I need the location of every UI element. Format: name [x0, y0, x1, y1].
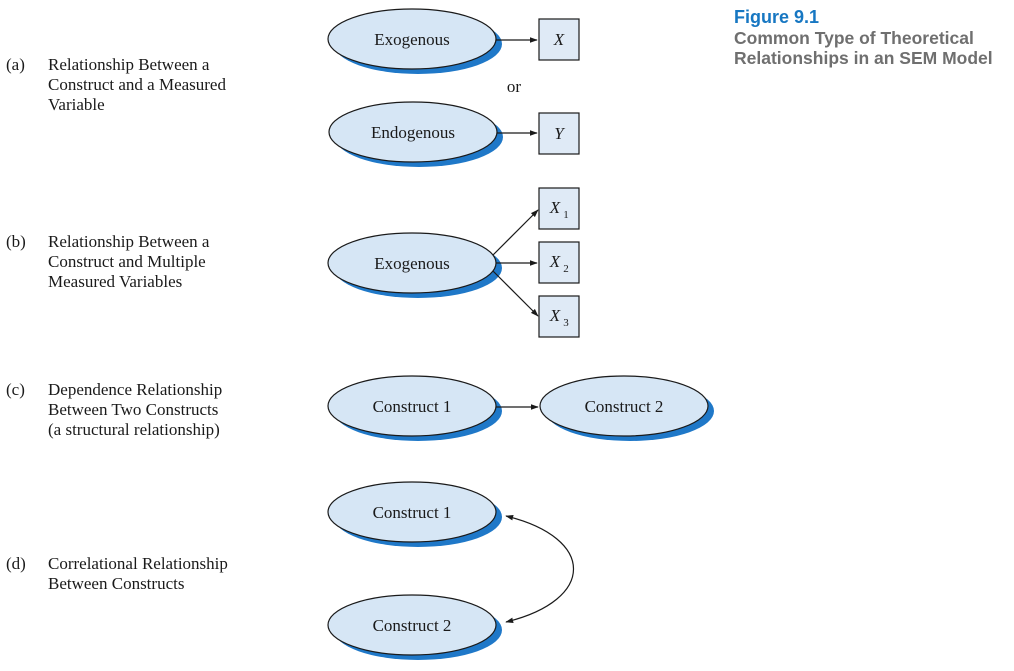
- row-b-variable-3-letter: X: [549, 306, 561, 325]
- row-c-line-1: Dependence Relationship: [48, 380, 223, 399]
- row-a-bottom-construct: Endogenous: [328, 101, 503, 167]
- row-c-construct-to-label: Construct 2: [585, 397, 664, 416]
- row-d-line-2: Between Constructs: [48, 574, 185, 593]
- row-b-line-2: Construct and Multiple: [48, 252, 206, 271]
- row-a-line-2: Construct and a Measured: [48, 75, 226, 94]
- row-c-line-3: (a structural relationship): [48, 420, 220, 439]
- row-c-construct-to: Construct 2: [539, 375, 714, 441]
- row-a-top-construct: Exogenous: [327, 8, 502, 74]
- row-b-arrow-1: [492, 209, 539, 256]
- row-b-construct-label: Exogenous: [374, 254, 450, 273]
- row-a-bottom-variable-label: Y: [554, 124, 565, 143]
- figure-title-line-2: Relationships in an SEM Model: [734, 48, 993, 68]
- row-b-line-3: Measured Variables: [48, 272, 183, 291]
- row-b-variable-3-subscript: 3: [563, 317, 569, 329]
- row-d-construct-bottom-label: Construct 2: [373, 616, 452, 635]
- figure-caption: Figure 9.1 Common Type of Theoretical Re…: [734, 6, 993, 68]
- row-d-correlation-arrow: [505, 514, 575, 624]
- figure-number: Figure 9.1: [734, 7, 820, 27]
- figure-title-line-1: Common Type of Theoretical: [734, 28, 974, 48]
- row-b-variable-box-1: X 1: [538, 187, 580, 230]
- row-c-letter: (c): [6, 380, 25, 399]
- row-b-variable-2-subscript: 2: [563, 263, 569, 275]
- row-b-variable-box-3: X 3: [538, 295, 580, 338]
- row-d-construct-top: Construct 1: [327, 481, 502, 547]
- row-d-line-1: Correlational Relationship: [48, 554, 228, 573]
- row-a-top-variable-label: X: [553, 30, 565, 49]
- row-a-line-3: Variable: [48, 95, 105, 114]
- row-b-line-1: Relationship Between a: [48, 232, 210, 251]
- row-a-bottom-variable-box: Y: [538, 112, 580, 155]
- row-a-top-construct-label: Exogenous: [374, 30, 450, 49]
- row-c-construct-from: Construct 1: [327, 375, 502, 441]
- row-b-variable-box-2: X 2: [538, 241, 580, 284]
- row-b-variable-1-letter: X: [549, 198, 561, 217]
- row-b-construct: Exogenous: [327, 232, 502, 298]
- row-b-arrow-3: [492, 270, 539, 317]
- row-d-construct-top-label: Construct 1: [373, 503, 452, 522]
- figure-title: Common Type of Theoretical Relationships…: [734, 28, 993, 68]
- row-c-construct-from-label: Construct 1: [373, 397, 452, 416]
- row-b-variable-1-subscript: 1: [563, 209, 569, 221]
- row-a-line-1: Relationship Between a: [48, 55, 210, 74]
- row-a-letter: (a): [6, 55, 25, 74]
- row-a-or-connector: or: [507, 77, 522, 96]
- row-b-variable-2-letter: X: [549, 252, 561, 271]
- row-a-top-variable-box: X: [538, 18, 580, 61]
- row-d-construct-bottom: Construct 2: [327, 594, 502, 660]
- row-d-letter: (d): [6, 554, 26, 573]
- row-b-letter: (b): [6, 232, 26, 251]
- row-a-bottom-construct-label: Endogenous: [371, 123, 455, 142]
- row-c-line-2: Between Two Constructs: [48, 400, 219, 419]
